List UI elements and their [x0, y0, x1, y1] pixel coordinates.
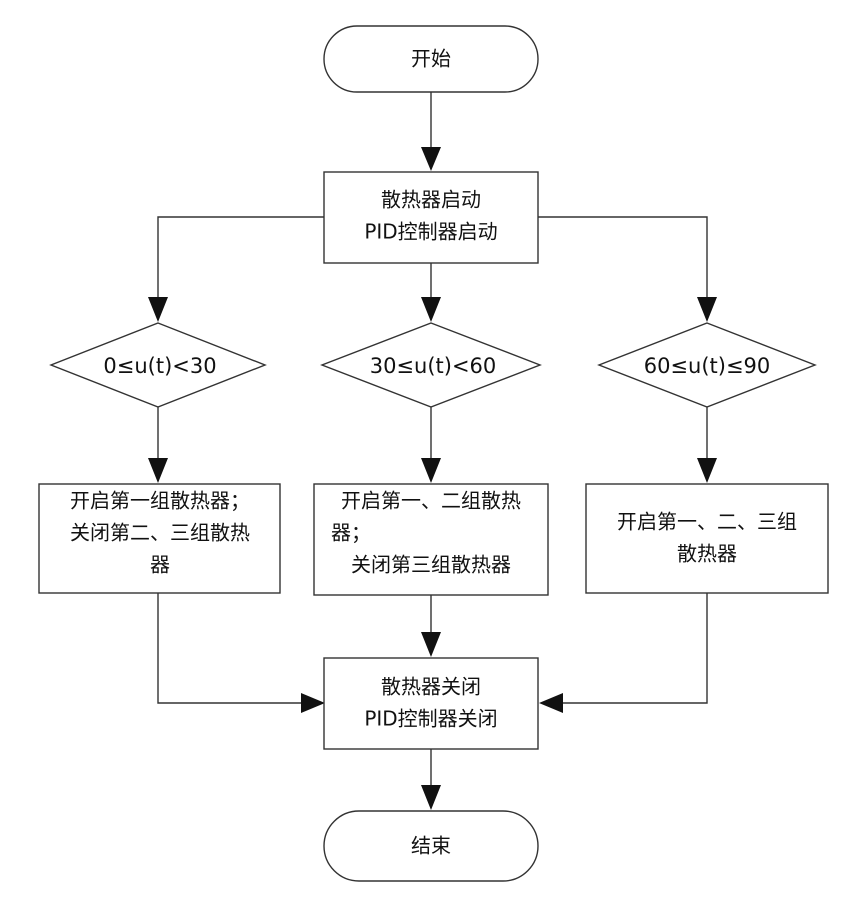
start-terminal: 开始 [324, 26, 538, 92]
decision-cond1: 0≤u(t)<30 [51, 323, 265, 407]
action2-label-line-3: 关闭第三组散热器 [351, 553, 511, 577]
action1-label-line-2: 关闭第二、三组散热 [70, 521, 250, 545]
end-terminal: 结束 [324, 811, 538, 881]
shutdown-label-line-2: PID控制器关闭 [364, 707, 497, 731]
arrowhead-cond3-top [697, 297, 717, 322]
init-label-line-2: PID控制器启动 [364, 220, 497, 244]
cond2-label: 30≤u(t)<60 [370, 354, 497, 378]
arrowhead-cond1-top [148, 297, 168, 322]
arrowhead-shutdown-right [539, 693, 563, 713]
arrowhead-action1-top [148, 458, 168, 483]
decision-cond3: 60≤u(t)≤90 [599, 323, 815, 407]
arrowhead-cond2-top [421, 297, 441, 322]
edge-action1-to-shutdown [158, 593, 302, 703]
cond3-label: 60≤u(t)≤90 [644, 354, 771, 378]
start-label: 开始 [411, 47, 451, 71]
init-process: 散热器启动 PID控制器启动 [324, 172, 538, 263]
arrowhead-action2-top [421, 458, 441, 483]
action2-process: 开启第一、二组散热 器； 关闭第三组散热器 [314, 484, 548, 595]
action1-label-line-3: 器 [150, 553, 170, 577]
arrowhead-end-top [421, 785, 441, 810]
end-label: 结束 [411, 834, 451, 858]
action1-process: 开启第一组散热器； 关闭第二、三组散热 器 [39, 484, 280, 593]
action2-label-line-2: 器； [331, 521, 371, 545]
decision-cond2: 30≤u(t)<60 [322, 323, 540, 407]
action3-process: 开启第一、二、三组 散热器 [586, 484, 828, 593]
arrowhead-shutdown-left [301, 693, 325, 713]
action2-label-line-1: 开启第一、二组散热 [341, 489, 521, 513]
init-label-line-1: 散热器启动 [381, 188, 481, 212]
shutdown-process: 散热器关闭 PID控制器关闭 [324, 658, 538, 749]
cond1-label: 0≤u(t)<30 [103, 354, 216, 378]
action3-label-line-2: 散热器 [677, 542, 737, 566]
shutdown-label-line-1: 散热器关闭 [381, 675, 481, 699]
edge-action3-to-shutdown [562, 593, 707, 703]
arrowhead-action3-top [697, 458, 717, 483]
action1-label-line-1: 开启第一组散热器； [70, 489, 250, 513]
arrowhead-shutdown-top [421, 632, 441, 657]
edge-init-to-cond3 [538, 217, 707, 298]
edge-init-to-cond1 [158, 217, 324, 298]
arrowhead-init-top [421, 147, 441, 171]
action3-label-line-1: 开启第一、二、三组 [617, 510, 797, 534]
